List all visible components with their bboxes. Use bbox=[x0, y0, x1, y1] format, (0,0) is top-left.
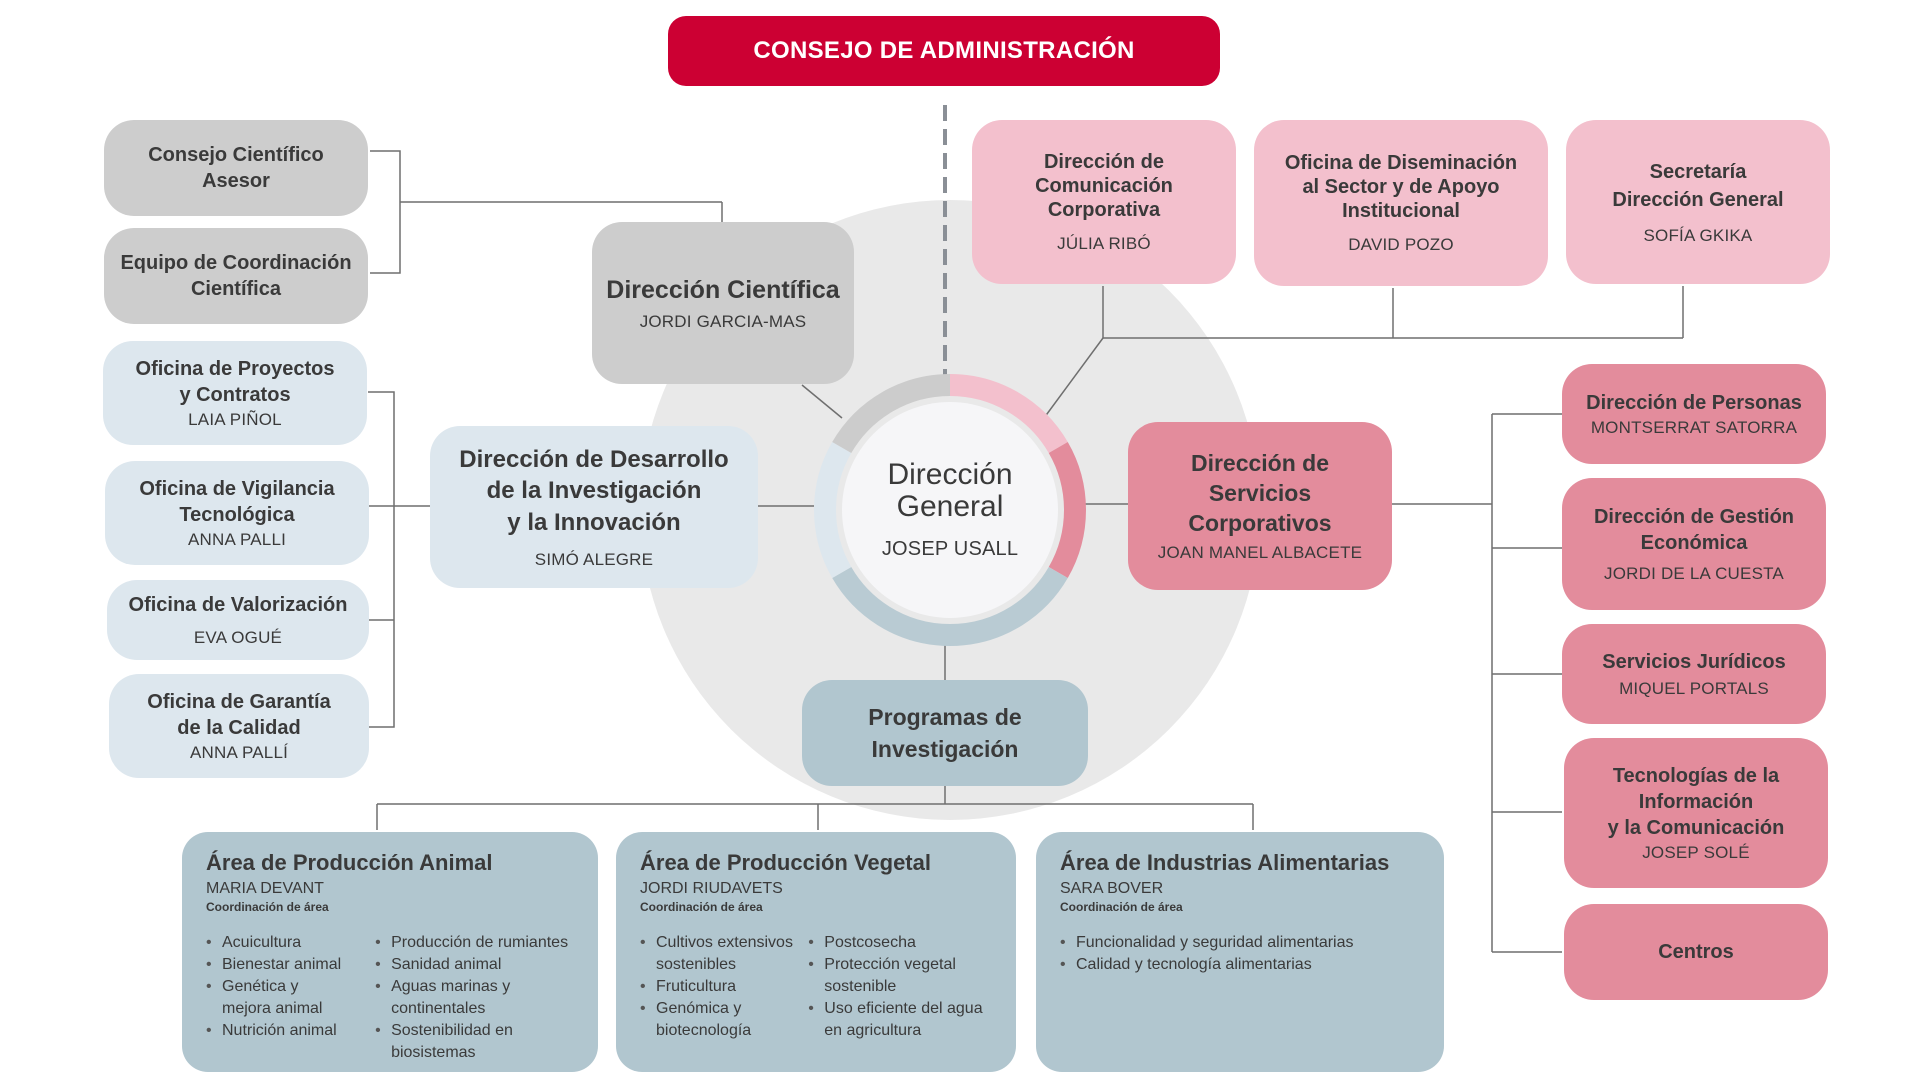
box-title: Oficina de Diseminación al Sector y de A… bbox=[1284, 152, 1518, 222]
list-item: Nutrición animal bbox=[206, 1020, 375, 1042]
list-item: Sostenibilidad en biosistemas bbox=[375, 1020, 574, 1064]
list-item: Fruticultura bbox=[640, 976, 808, 998]
oficina-vigilancia-tecnologica[interactable]: Oficina de Vigilancia Tecnológica ANNA P… bbox=[105, 461, 369, 565]
oficina-garantia-calidad[interactable]: Oficina de Garantía de la Calidad ANNA P… bbox=[109, 674, 369, 778]
area-coordination-label: Coordinación de área bbox=[206, 900, 329, 914]
box-name: MONTSERRAT SATORRA bbox=[1590, 418, 1798, 437]
direccion-personas[interactable]: Dirección de Personas MONTSERRAT SATORRA bbox=[1562, 364, 1826, 464]
box-title: Servicios Jurídicos bbox=[1602, 651, 1786, 673]
box-name: SOFÍA GKIKA bbox=[1643, 226, 1753, 245]
box-title: Tecnologías de la Información y la Comun… bbox=[1607, 765, 1785, 839]
direccion-cientifica[interactable]: Dirección Científica JORDI GARCIA-MAS bbox=[592, 222, 854, 384]
consejo-cientifico-asesor[interactable]: Consejo Científico Asesor bbox=[104, 120, 368, 216]
box-title: Oficina de Proyectos y Contratos bbox=[135, 358, 335, 406]
consejo-administracion[interactable]: CONSEJO DE ADMINISTRACIÓN bbox=[668, 16, 1220, 86]
list-item: Acuicultura bbox=[206, 932, 375, 954]
box-title: Equipo de Coordinación Científica bbox=[120, 252, 352, 300]
box-name: MIQUEL PORTALS bbox=[1619, 679, 1769, 698]
list-item: Postcosecha bbox=[808, 932, 992, 954]
area-coordination-label: Coordinación de área bbox=[640, 900, 763, 914]
box-name: ANNA PALLI bbox=[187, 530, 287, 549]
direccion-general-name: JOSEP USALL bbox=[881, 538, 1019, 560]
direccion-desarrollo-investigacion[interactable]: Dirección de Desarrollo de la Investigac… bbox=[430, 426, 758, 588]
area-title: Área de Producción Vegetal bbox=[640, 850, 931, 875]
area-produccion-vegetal[interactable]: Área de Producción Vegetal JORDI RIUDAVE… bbox=[616, 832, 1016, 1072]
tecnologias-informacion-comunicacion[interactable]: Tecnologías de la Información y la Comun… bbox=[1564, 738, 1828, 888]
box-title: Secretaría Dirección General bbox=[1612, 161, 1784, 211]
box-name: JOSEP SOLÉ bbox=[1642, 843, 1750, 862]
secretaria-direccion-general[interactable]: Secretaría Dirección General SOFÍA GKIKA bbox=[1566, 120, 1830, 284]
list-item: Genética y mejora animal bbox=[206, 976, 375, 1020]
list-item: Uso eficiente del agua en agricultura bbox=[808, 998, 992, 1042]
box-name: SIMÓ ALEGRE bbox=[534, 549, 654, 569]
box-name: JOAN MANEL ALBACETE bbox=[1157, 542, 1363, 562]
direccion-general-ring bbox=[814, 374, 1086, 646]
oficina-proyectos-contratos[interactable]: Oficina de Proyectos y Contratos LAIA PI… bbox=[103, 341, 367, 445]
direccion-general[interactable]: Dirección General JOSEP USALL bbox=[842, 402, 1058, 618]
area-title: Área de Producción Animal bbox=[206, 850, 493, 875]
list-item: Bienestar animal bbox=[206, 954, 375, 976]
oficina-diseminacion-sector[interactable]: Oficina de Diseminación al Sector y de A… bbox=[1254, 120, 1548, 286]
box-name: ANNA PALLÍ bbox=[189, 743, 289, 762]
direccion-servicios-corporativos[interactable]: Dirección de Servicios Corporativos JOAN… bbox=[1128, 422, 1392, 590]
box-name: EVA OGUÉ bbox=[193, 628, 283, 647]
box-title: Oficina de Valorización bbox=[128, 594, 348, 616]
centros[interactable]: Centros bbox=[1564, 904, 1828, 1000]
box-name: LAIA PIÑOL bbox=[188, 410, 282, 429]
box-name: JORDI DE LA CUESTA bbox=[1604, 564, 1784, 583]
direccion-comunicacion-corporativa[interactable]: Dirección de Comunicación Corporativa JÚ… bbox=[972, 120, 1236, 284]
box-title: Dirección Científica bbox=[606, 275, 840, 304]
box-name: JORDI GARCIA-MAS bbox=[639, 312, 807, 332]
box-title: Dirección de Gestión Económica bbox=[1593, 506, 1795, 554]
box-title: Oficina de Garantía de la Calidad bbox=[147, 691, 331, 739]
area-coordinator: MARIA DEVANT bbox=[206, 880, 324, 897]
list-item: Producción de rumiantes bbox=[375, 932, 574, 954]
box-title: Dirección de Comunicación Corporativa bbox=[1035, 151, 1173, 221]
box-title: Dirección de Personas bbox=[1586, 392, 1802, 414]
list-item: Calidad y tecnología alimentarias bbox=[1060, 954, 1420, 976]
area-coordination-label: Coordinación de área bbox=[1060, 900, 1183, 914]
area-industrias-alimentarias[interactable]: Área de Industrias Alimentarias SARA BOV… bbox=[1036, 832, 1444, 1072]
oficina-valorizacion[interactable]: Oficina de Valorización EVA OGUÉ bbox=[107, 580, 369, 660]
list-item: Genómica y biotecnología bbox=[640, 998, 808, 1042]
list-item: Cultivos extensivos sostenibles bbox=[640, 932, 808, 976]
box-title: Consejo Científico Asesor bbox=[148, 144, 324, 192]
box-name: JÚLIA RIBÓ bbox=[1057, 234, 1151, 253]
box-title: Dirección de Desarrollo de la Investigac… bbox=[459, 446, 729, 536]
programas-investigacion[interactable]: Programas de Investigación bbox=[802, 680, 1088, 786]
list-item: Aguas marinas y continentales bbox=[375, 976, 574, 1020]
box-title: Dirección de Servicios Corporativos bbox=[1188, 450, 1332, 536]
area-title: Área de Industrias Alimentarias bbox=[1060, 850, 1390, 875]
list-item: Funcionalidad y seguridad alimentarias bbox=[1060, 932, 1420, 954]
box-title: Centros bbox=[1658, 941, 1734, 963]
box-name: DAVID POZO bbox=[1348, 235, 1454, 254]
servicios-juridicos[interactable]: Servicios Jurídicos MIQUEL PORTALS bbox=[1562, 624, 1826, 724]
list-item: Sanidad animal bbox=[375, 954, 574, 976]
equipo-coordinacion-cientifica[interactable]: Equipo de Coordinación Científica bbox=[104, 228, 368, 324]
area-produccion-animal[interactable]: Área de Producción Animal MARIA DEVANT C… bbox=[182, 832, 598, 1072]
direccion-gestion-economica[interactable]: Dirección de Gestión Económica JORDI DE … bbox=[1562, 478, 1826, 610]
area-coordinator: JORDI RIUDAVETS bbox=[640, 880, 783, 897]
box-title: Programas de Investigación bbox=[868, 703, 1022, 762]
direccion-general-title: Dirección General bbox=[887, 458, 1013, 523]
box-title: Oficina de Vigilancia Tecnológica bbox=[139, 478, 335, 526]
list-item: Protección vegetal sostenible bbox=[808, 954, 992, 998]
area-coordinator: SARA BOVER bbox=[1060, 880, 1164, 897]
